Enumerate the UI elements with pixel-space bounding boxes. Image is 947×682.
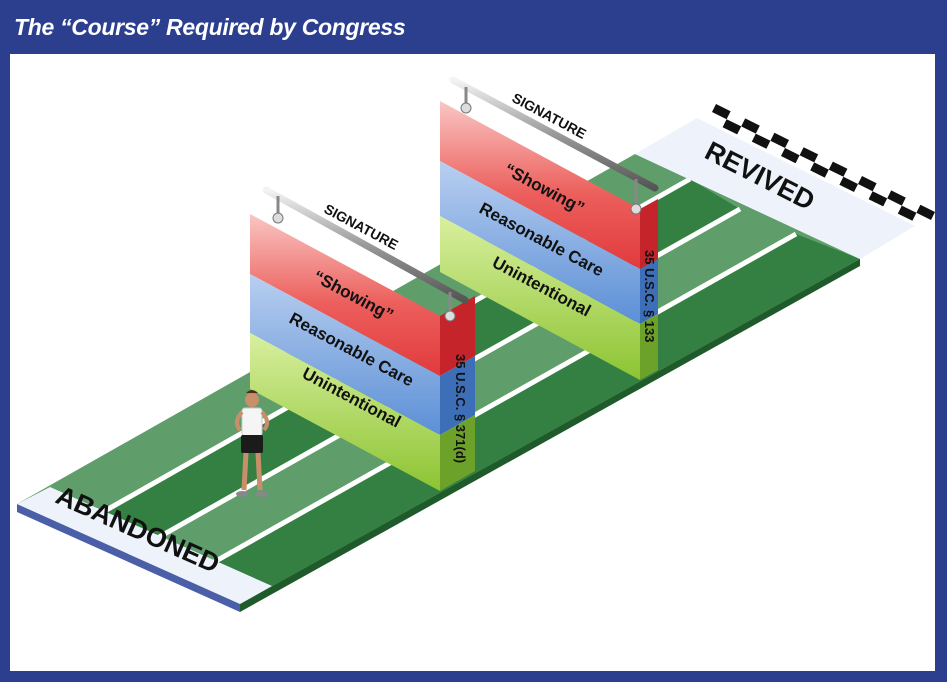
hurdle-side-blue	[440, 356, 475, 435]
checker-square	[810, 162, 829, 178]
hurdle-side-green	[640, 314, 658, 380]
runner-figure	[235, 390, 269, 497]
illustration-panel: ABANDONED REVIVED SIGNATURE “Show	[10, 54, 935, 671]
signature-bar	[449, 76, 659, 192]
track-lane	[184, 234, 860, 604]
checker-square	[722, 119, 742, 135]
hurdle-layer-red	[250, 214, 440, 376]
hurdle-side-green	[440, 415, 475, 491]
checker-square	[770, 132, 789, 148]
track-edge	[17, 504, 240, 612]
checker-square	[712, 104, 731, 120]
finish-zone	[635, 118, 915, 259]
checkered-flag-pattern	[712, 104, 935, 221]
bar-post-cap	[272, 212, 284, 224]
hurdle-layer-red	[440, 101, 640, 269]
checker-square	[868, 191, 888, 207]
signature-bar	[262, 186, 469, 304]
start-zone	[17, 487, 272, 604]
statute-label: 35 U.S.C. § 133	[642, 250, 657, 343]
hurdle-layer-blue	[250, 274, 440, 435]
page-title: The “Course” Required by Congress	[14, 14, 406, 40]
checker-square	[828, 161, 848, 177]
checker-square	[781, 148, 800, 164]
checker-square	[839, 176, 858, 192]
checker-square	[916, 204, 935, 220]
bar-post-cap	[630, 203, 642, 215]
hurdle-layer-green	[250, 333, 440, 491]
hurdle-side-red	[640, 199, 658, 269]
bar-post-cap	[460, 102, 472, 114]
hurdle-layer-green	[440, 216, 640, 380]
hurdle-371d: SIGNATURE “Showing” Reasonable Care Unin…	[250, 186, 475, 491]
course-illustration: ABANDONED REVIVED SIGNATURE “Show	[17, 76, 935, 612]
checker-square	[858, 176, 877, 192]
lane-line	[182, 231, 798, 582]
checker-square	[741, 118, 760, 134]
checker-square	[799, 147, 819, 163]
track-edge	[240, 259, 860, 612]
checker-square	[887, 190, 906, 206]
checker-square	[751, 133, 771, 149]
checker-square	[897, 205, 917, 221]
hurdle-side-blue	[640, 259, 658, 324]
statute-label: 35 U.S.C. § 371(d)	[453, 354, 468, 463]
bar-post-cap	[444, 310, 456, 322]
hurdle-layer-blue	[440, 161, 640, 324]
